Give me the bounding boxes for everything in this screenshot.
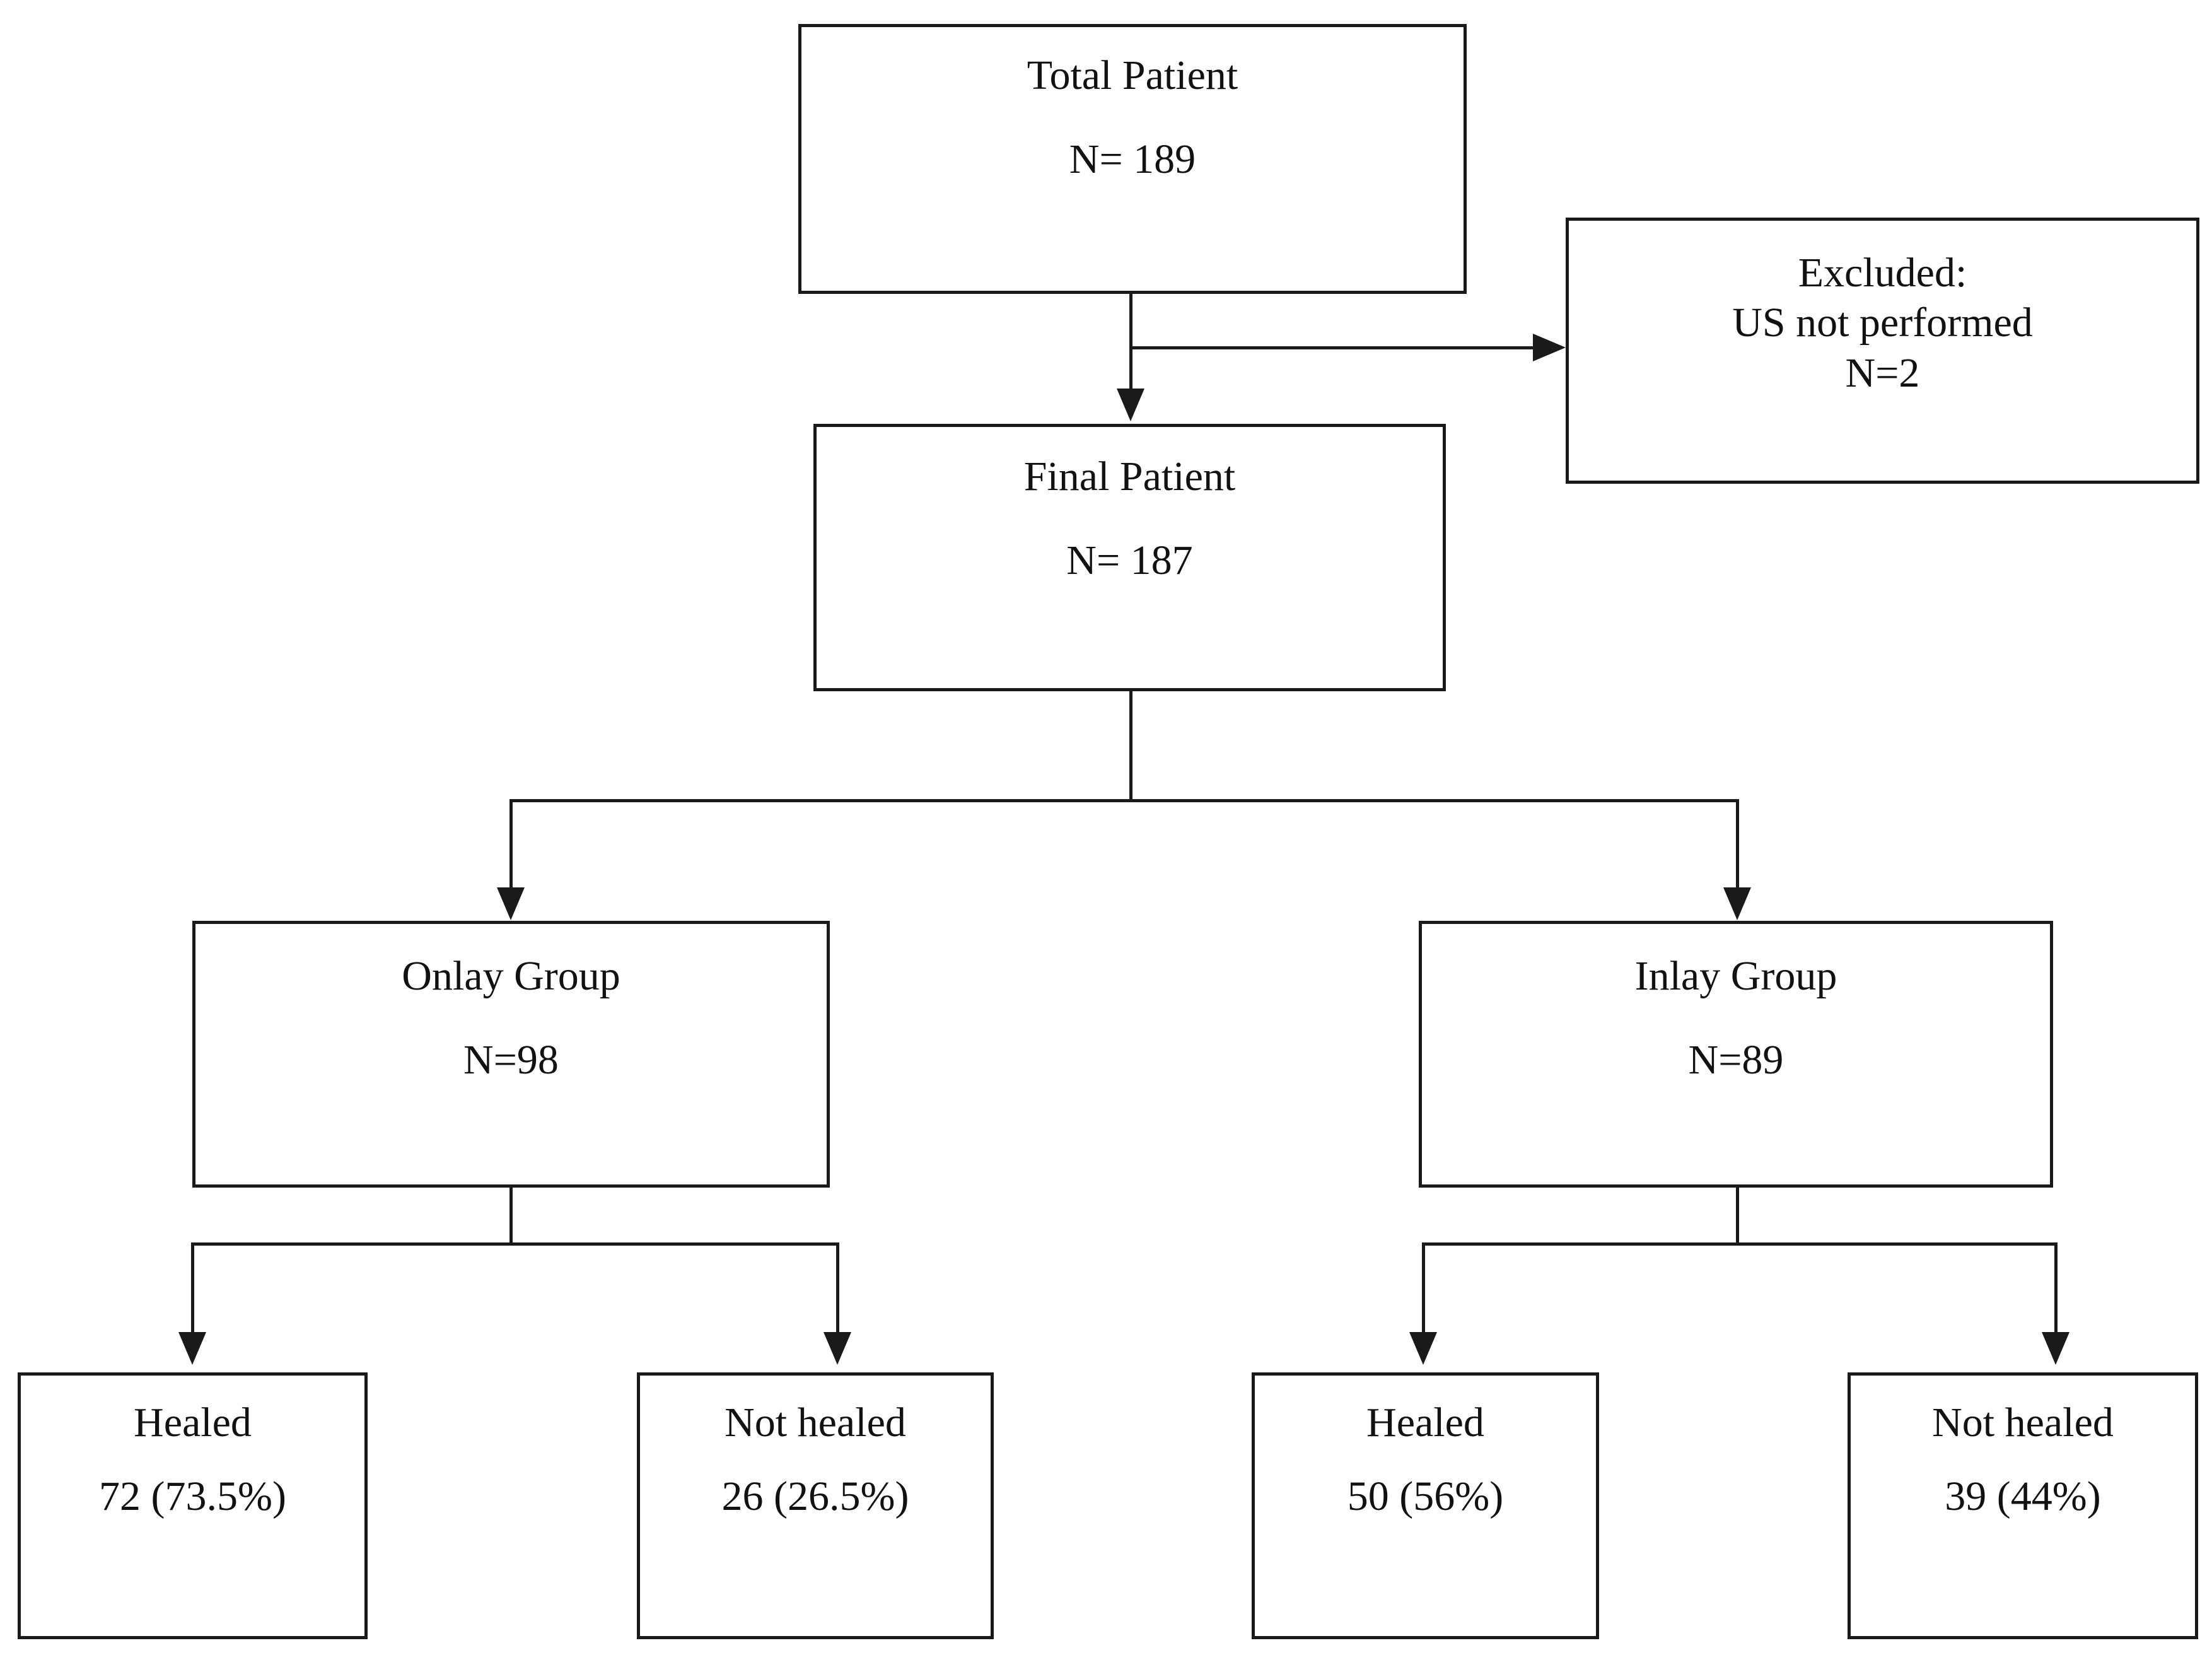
node-final-patient-count: N= 187: [1066, 537, 1193, 584]
node-inlay-healed-count: 50 (56%): [1347, 1473, 1504, 1520]
connector-total-to-excluded-horizontal: [1129, 346, 1533, 349]
connector-onlay-to-healed-vertical: [191, 1242, 194, 1332]
node-onlay-not-healed[interactable]: Not healed 26 (26.5%): [637, 1372, 994, 1639]
node-onlay-healed-title: Healed: [134, 1400, 252, 1446]
connector-onlay-split-bus: [191, 1242, 839, 1246]
arrow-onlay-to-nothealed: [824, 1332, 851, 1365]
connector-final-to-inlay-vertical: [1736, 799, 1739, 887]
node-onlay-not-healed-count: 26 (26.5%): [721, 1473, 909, 1520]
connector-inlay-to-healed-vertical: [1422, 1242, 1425, 1332]
connector-total-to-final-vertical: [1129, 294, 1132, 389]
node-inlay-group-title: Inlay Group: [1634, 953, 1837, 999]
node-total-patient[interactable]: Total Patient N= 189: [798, 24, 1467, 294]
node-excluded-title: Excluded:: [1798, 250, 1967, 296]
arrow-total-to-final: [1117, 389, 1144, 421]
node-excluded[interactable]: Excluded: US not performed N=2: [1566, 218, 2199, 484]
node-inlay-group-count: N=89: [1688, 1037, 1784, 1084]
connector-inlay-split-bus: [1422, 1242, 2058, 1246]
node-onlay-healed[interactable]: Healed 72 (73.5%): [18, 1372, 368, 1639]
connector-onlay-to-nothealed-vertical: [836, 1242, 839, 1332]
node-total-patient-count: N= 189: [1069, 136, 1196, 183]
connector-final-split-bus: [509, 799, 1739, 802]
node-total-patient-title: Total Patient: [1027, 52, 1238, 98]
node-inlay-not-healed-title: Not healed: [1932, 1400, 2114, 1446]
arrow-final-to-onlay: [497, 887, 525, 920]
node-onlay-group-count: N=98: [463, 1037, 559, 1084]
node-inlay-not-healed[interactable]: Not healed 39 (44%): [1848, 1372, 2198, 1639]
arrow-final-to-inlay: [1723, 887, 1751, 920]
node-inlay-healed[interactable]: Healed 50 (56%): [1252, 1372, 1599, 1639]
node-inlay-not-healed-count: 39 (44%): [1945, 1473, 2101, 1520]
connector-inlay-trunk-vertical: [1736, 1188, 1739, 1244]
node-onlay-not-healed-title: Not healed: [725, 1400, 906, 1446]
node-onlay-healed-count: 72 (73.5%): [99, 1473, 286, 1520]
arrow-onlay-to-healed: [178, 1332, 206, 1365]
node-final-patient-title: Final Patient: [1023, 453, 1236, 500]
arrow-inlay-to-nothealed: [2042, 1332, 2069, 1365]
arrow-total-to-excluded: [1533, 334, 1566, 361]
connector-onlay-trunk-vertical: [509, 1188, 513, 1244]
node-excluded-count: N=2: [1845, 349, 1920, 396]
node-onlay-group-title: Onlay Group: [402, 953, 620, 999]
node-inlay-healed-title: Healed: [1366, 1400, 1484, 1446]
node-onlay-group[interactable]: Onlay Group N=98: [192, 921, 830, 1188]
arrow-inlay-to-healed: [1409, 1332, 1437, 1365]
connector-final-to-onlay-vertical: [509, 799, 513, 887]
connector-final-trunk-vertical: [1129, 691, 1132, 801]
node-final-patient[interactable]: Final Patient N= 187: [813, 424, 1446, 691]
node-inlay-group[interactable]: Inlay Group N=89: [1419, 921, 2053, 1188]
connector-inlay-to-nothealed-vertical: [2054, 1242, 2058, 1332]
node-excluded-reason: US not performed: [1732, 300, 2033, 346]
